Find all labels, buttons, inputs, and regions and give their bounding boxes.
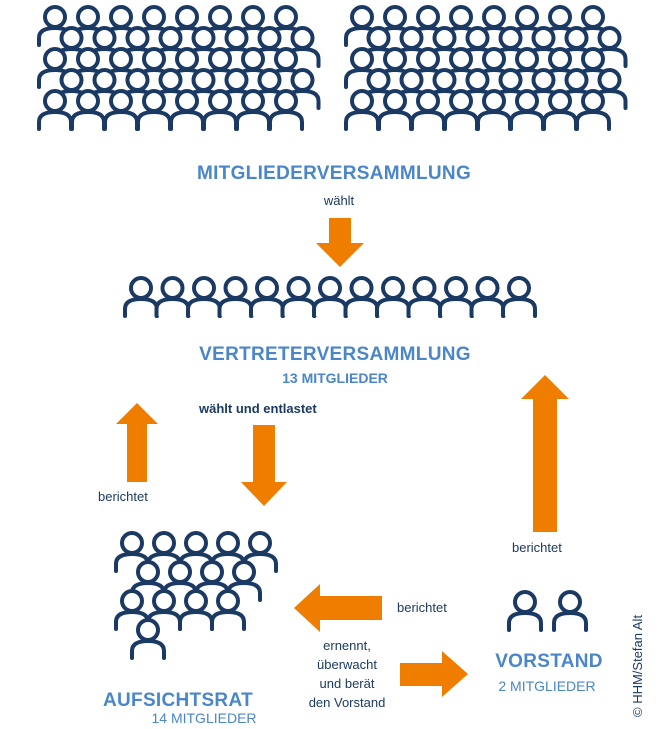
relation-ernennt-label: ernennt, überwacht und berät den Vorstan… [309,636,386,712]
vorstand-subtitle: 2 MITGLIEDER [498,678,596,694]
vertreterversammlung-title: VERTRETERVERSAMMLUNG [199,344,471,365]
aufsichtsrat-crowd [114,531,278,660]
person-icon [469,276,506,318]
person-icon [249,276,285,318]
person-icon [210,589,246,631]
relation-vorstand-line: den Vorstand [308,695,386,710]
relation-waehlt-label: wählt [323,193,355,208]
arrow-right-icon [400,651,468,697]
person-icon [217,276,254,318]
relation-ar-berichtet-label: berichtet [98,489,148,504]
person-icon [410,89,446,131]
aufsichtsrat-title: AUFSICHTSRAT [103,690,253,711]
person-icon [103,89,139,131]
person-icon [438,276,474,318]
person-icon [70,89,106,131]
person-icon [136,89,172,131]
person-icon [186,276,222,318]
person-icon [37,89,73,131]
copyright-label: © HHM/Stefan Alt [630,614,645,717]
person-icon [154,276,191,318]
mitgliederversammlung-crowd [37,5,628,131]
person-icon [406,276,443,318]
person-icon [268,89,304,131]
arrow-up-icon [116,403,158,482]
person-icon [375,276,411,318]
person-icon [312,276,348,318]
relation-ueberwacht-line: überwacht [317,657,377,672]
arrow-down-icon [316,218,364,267]
vorstand-crowd [507,590,588,632]
person-icon [542,89,578,131]
person-icon [575,89,611,131]
person-icon [169,89,205,131]
relation-beraet-line: und berät [319,676,375,691]
person-icon [343,276,380,318]
arrow-left-icon [294,584,382,632]
person-icon [443,89,479,131]
relation-ernennt-line: ernennt, [323,638,371,653]
person-icon [130,618,166,660]
person-icon [509,89,545,131]
relation-vs-berichtet-ar-label: berichtet [397,600,447,615]
vertreterversammlung-crowd [123,276,537,318]
relation-waehlt-und-entlastet-label: wählt und entlastet [199,401,317,416]
person-icon [476,89,512,131]
person-icon [507,590,543,632]
vertreterversammlung-subtitle: 13 MITGLIEDER [282,370,388,386]
person-icon [501,276,537,318]
person-icon [280,276,317,318]
aufsichtsrat-subtitle: 14 MITGLIEDER [151,710,257,726]
person-icon [178,589,214,631]
vorstand-title: VORSTAND [495,651,603,672]
arrow-up-icon [521,375,569,532]
person-icon [344,89,380,131]
person-icon [552,590,588,632]
arrow-down-icon [241,425,287,506]
person-icon [235,89,271,131]
mitgliederversammlung-title: MITGLIEDERVERSAMMLUNG [196,163,472,184]
relation-vs-berichtet-vv-label: berichtet [512,540,562,555]
person-icon [377,89,413,131]
person-icon [123,276,159,318]
person-icon [202,89,238,131]
